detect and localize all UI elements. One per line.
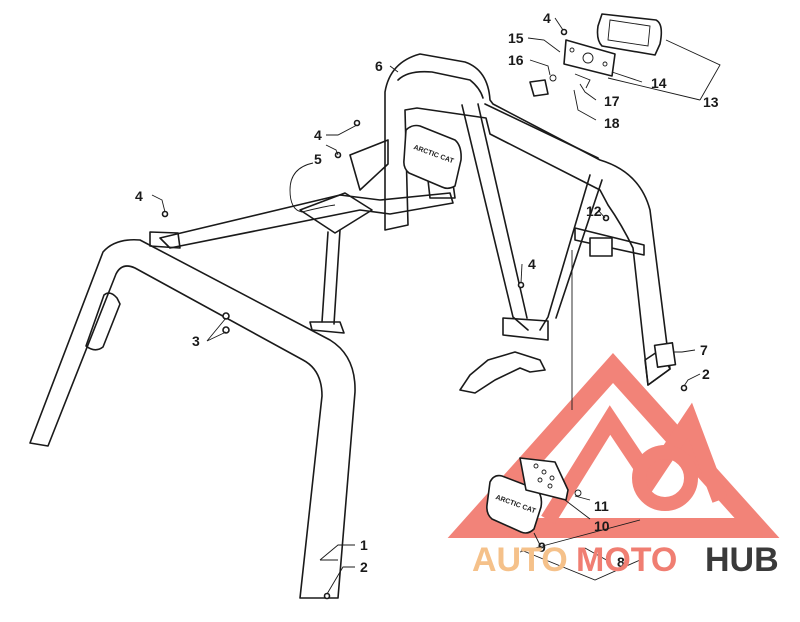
callout-14: 14 [651,75,667,91]
callout-8: 8 [617,554,625,570]
callout-9: 9 [538,539,546,555]
callout-4-top: 4 [543,10,551,26]
callout-2-lower: 2 [360,559,368,575]
watermark-g-arc [632,445,698,511]
callout-7: 7 [700,342,708,358]
callout-11: 11 [594,498,609,514]
cross-brace-assembly [149,139,456,334]
callout-16: 16 [508,52,524,68]
callout-labels: 1 2 2 3 4 4 4 4 5 6 7 8 9 10 11 12 13 14… [135,10,719,575]
watermark-text-moto: MOTO [576,541,677,579]
rear-roll-cage [384,53,677,386]
callout-12: 12 [586,203,602,219]
callout-3: 3 [192,333,200,349]
watermark-text-hub: HUB [705,541,779,579]
watermark-logo [447,353,780,538]
tail-light-assembly [529,13,663,97]
callout-2-right: 2 [702,366,710,382]
callout-5: 5 [314,151,322,167]
name-plate-upper: ARCTIC CAT [403,124,462,190]
callout-4-left: 4 [135,188,143,204]
light-mount-bracket [519,457,582,501]
callout-13: 13 [703,94,719,110]
front-roll-bar [29,238,356,599]
callout-17: 17 [604,93,620,109]
callout-10: 10 [594,518,610,534]
watermark-wordmark: AUTO MOTO HUB [472,541,779,579]
callout-15: 15 [508,30,524,46]
callout-4-center: 4 [528,256,536,272]
cage-label-decal [653,342,677,368]
leader-lines [151,17,721,595]
watermark-text-auto: AUTO [472,541,568,579]
callout-1: 1 [360,537,368,553]
watermark-triangle [447,353,780,538]
mount-bracket-lower [459,351,546,394]
callout-6: 6 [375,58,383,74]
callout-18: 18 [604,115,620,131]
callout-4-brace: 4 [314,127,322,143]
watermark-m-stroke [541,402,728,525]
cage-mount-bracket [589,237,613,257]
